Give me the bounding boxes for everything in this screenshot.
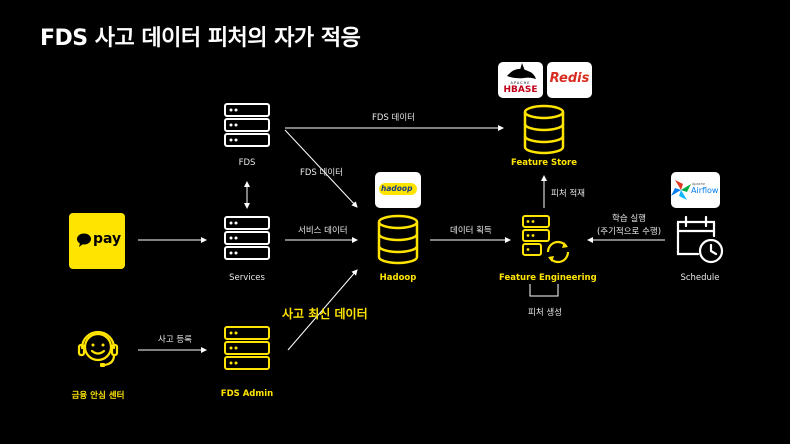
pinwheel-icon xyxy=(671,180,691,200)
edge-label-feature-gen: 피처 생성 xyxy=(528,308,562,318)
services-server-icon xyxy=(222,215,272,267)
pay-logo-text: pay xyxy=(93,231,122,247)
airflow-logo: Apache Airflow xyxy=(671,172,720,208)
edge-fds-hadoop xyxy=(284,129,358,208)
feature-store-label: Feature Store xyxy=(511,158,577,168)
headset-agent-icon xyxy=(70,320,126,380)
feature-engineering-label: Feature Engineering xyxy=(499,273,597,283)
calendar-clock-icon xyxy=(674,214,728,270)
edge-label-train-line2: (주기적으로 수행) xyxy=(596,227,662,237)
fds-admin-server-icon xyxy=(222,325,272,377)
edge-label-fds-data-top: FDS 데이터 xyxy=(372,113,415,123)
airflow-logo-subtext: Apache xyxy=(692,182,706,186)
redis-logo-text: Redis xyxy=(549,71,590,86)
hbase-logo: APACHE HBASE xyxy=(498,62,543,98)
center-label: 금융 안심 센터 xyxy=(71,391,125,401)
edge-label-train: 학습 실행 (주기적으로 수행) xyxy=(594,212,664,237)
services-label: Services xyxy=(229,273,265,283)
speech-bubble-icon xyxy=(77,233,91,247)
airflow-logo-text: Airflow xyxy=(691,186,719,195)
hadoop-database-icon xyxy=(374,213,422,271)
edge-admin-hadoop xyxy=(287,269,358,351)
edge-label-latest-accident: 사고 최신 데이터 xyxy=(282,307,368,321)
fds-server-icon xyxy=(222,102,272,154)
feature-engineering-icon xyxy=(520,214,576,270)
hadoop-elephant-icon xyxy=(379,183,417,195)
kakaopay-logo: pay xyxy=(69,213,125,269)
edge-label-train-line1: 학습 실행 xyxy=(612,214,646,224)
hadoop-logo: hadoop xyxy=(375,172,421,208)
fds-admin-label: FDS Admin xyxy=(220,389,274,399)
feature-store-database-icon xyxy=(520,103,568,161)
edge-label-data-get: 데이터 획득 xyxy=(450,226,492,236)
orca-icon xyxy=(507,63,536,79)
hbase-logo-text: HBASE xyxy=(503,85,538,95)
edge-label-accident-reg: 사고 등록 xyxy=(158,335,192,345)
fds-label: FDS xyxy=(238,158,256,168)
edge-label-service-data: 서비스 데이터 xyxy=(298,226,348,236)
edge-label-fds-data-diag: FDS 데이터 xyxy=(300,168,343,178)
page-title: FDS 사고 데이터 피처의 자가 적응 xyxy=(40,26,361,51)
redis-logo: Redis xyxy=(547,62,592,98)
hbase-logo-subtext: APACHE xyxy=(510,81,531,85)
schedule-label: Schedule xyxy=(680,273,720,283)
feature-gen-bracket xyxy=(529,284,559,297)
hadoop-logo-text: hadoop xyxy=(381,184,413,193)
hadoop-label: Hadoop xyxy=(379,273,417,283)
edge-label-feature-load: 피처 적재 xyxy=(551,189,585,199)
